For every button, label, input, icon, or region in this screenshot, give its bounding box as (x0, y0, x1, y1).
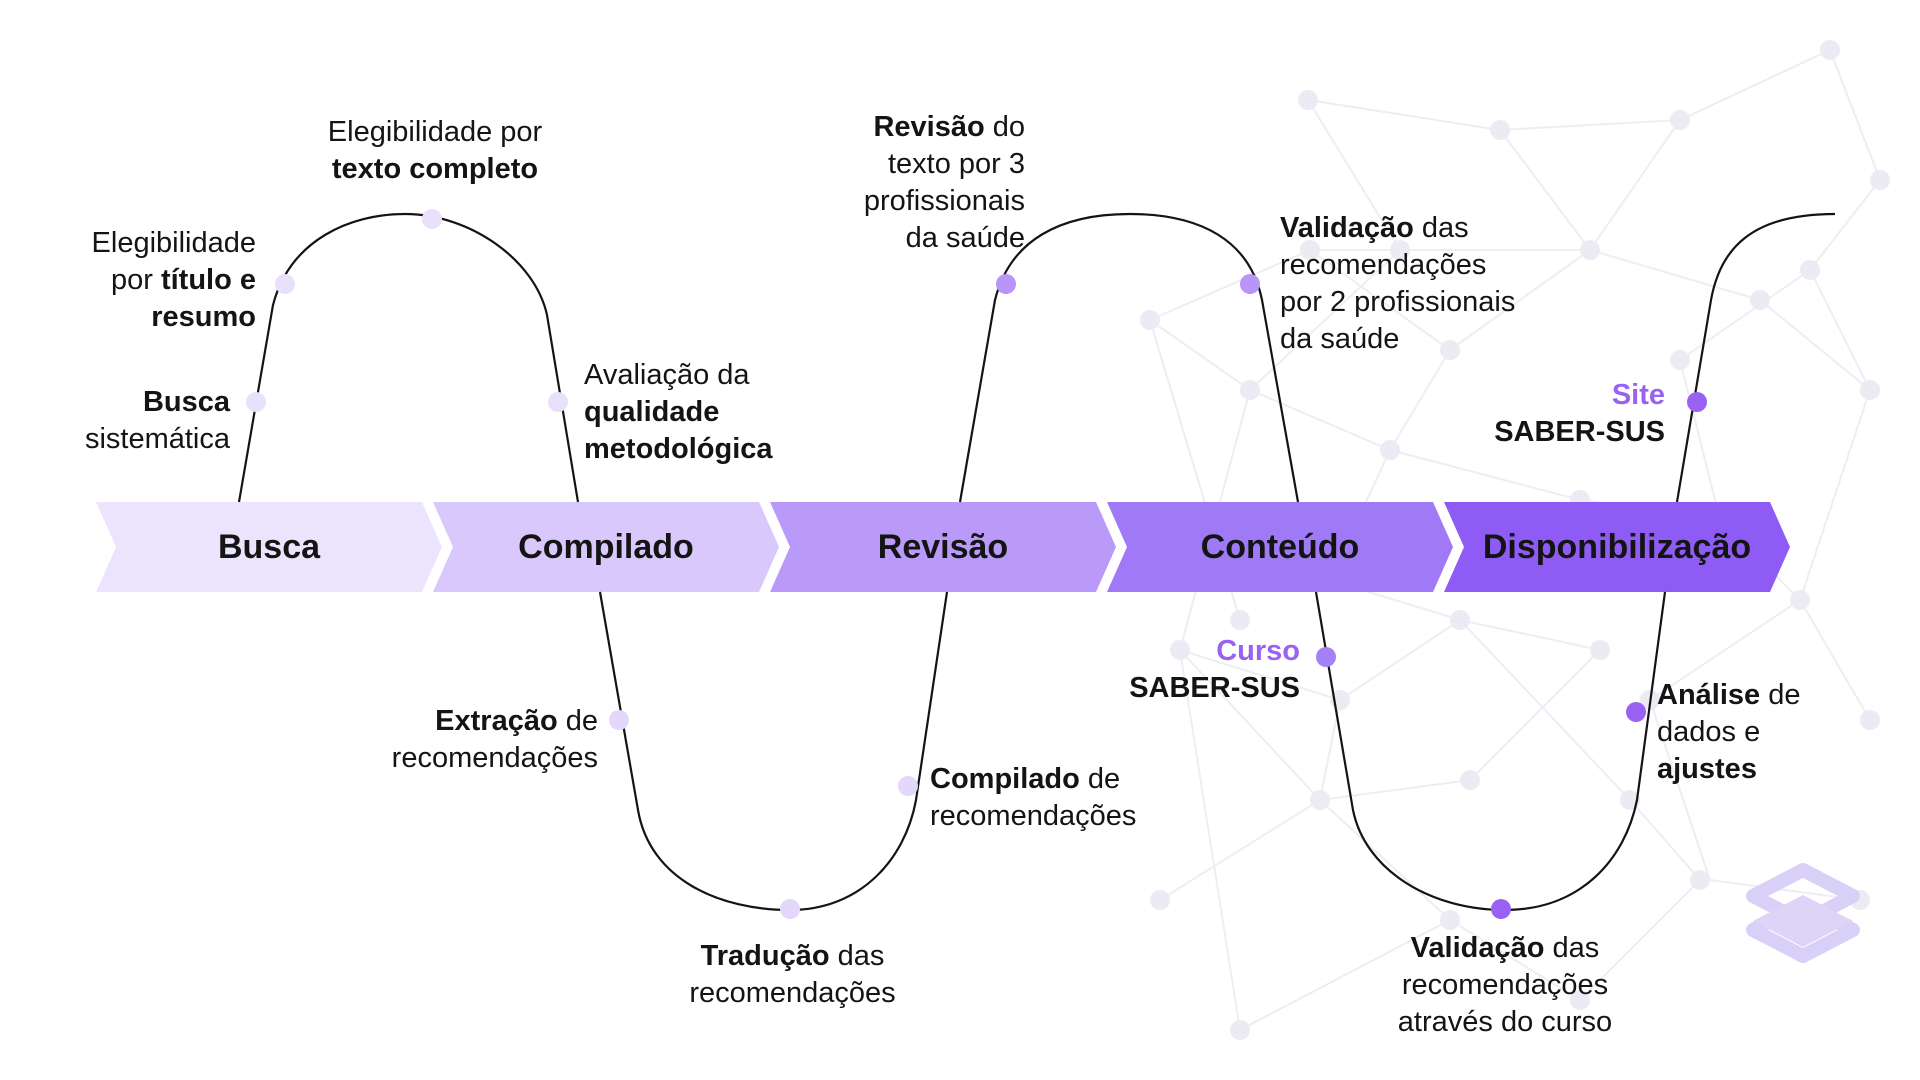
stage-label-compilado: Compilado (518, 527, 694, 566)
stage-chevron-disponibilizacao (1444, 502, 1790, 592)
dot-elegibilidade-titulo (275, 274, 295, 294)
dot-extracao (609, 710, 629, 730)
stage-chevron-compilado (433, 502, 779, 592)
stage-chevron-revisao (770, 502, 1116, 592)
stage-chevrons (96, 502, 1790, 592)
dot-curso (1316, 647, 1336, 667)
dot-validacao-profissionais (1240, 274, 1260, 294)
stage-chevron-conteudo (1107, 502, 1453, 592)
logo-top (1753, 895, 1853, 947)
stage-label-revisao: Revisão (877, 527, 1009, 566)
stage-chevron-busca (96, 502, 442, 592)
dot-validacao-curso (1491, 899, 1511, 919)
dot-site (1687, 392, 1707, 412)
stage-label-conteudo: Conteúdo (1200, 527, 1360, 566)
step-dots (246, 209, 1707, 919)
dot-elegibilidade-texto (422, 209, 442, 229)
dot-avaliacao-qualidade (548, 392, 568, 412)
stage-label-busca: Busca (217, 527, 321, 566)
dot-traducao (780, 899, 800, 919)
dot-revisao-texto (996, 274, 1016, 294)
dot-busca-sistematica (246, 392, 266, 412)
stage-label-disponibilizacao: Disponibilização (1482, 527, 1752, 566)
dot-analise (1626, 702, 1646, 722)
dot-compilado-recomendacoes (898, 776, 918, 796)
